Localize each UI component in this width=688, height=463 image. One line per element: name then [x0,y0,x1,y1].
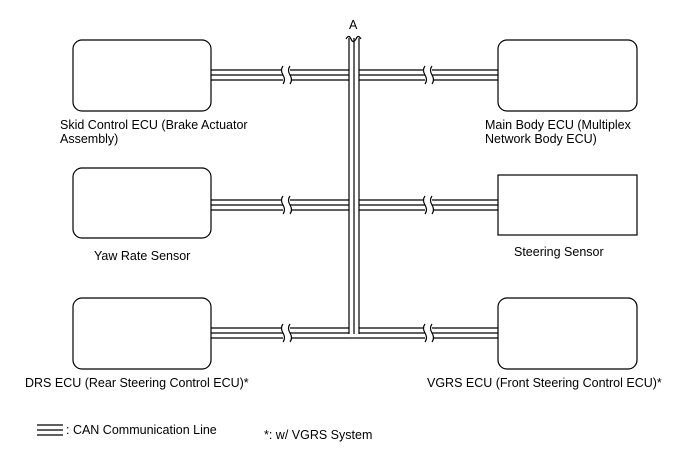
can-bus-trunk [345,35,362,334]
can-lines-right [359,69,498,339]
legend-can-line-label: : CAN Communication Line [66,423,217,437]
can-lines-left [211,69,349,339]
vgrs-ecu-box [497,297,638,370]
steering-sensor-label: Steering Sensor [514,245,604,259]
main-body-ecu-label: Main Body ECU (Multiplex Network Body EC… [485,118,631,146]
yaw-rate-sensor-label: Yaw Rate Sensor [94,249,191,263]
skid-control-ecu-box [72,39,212,112]
vgrs-ecu-label: VGRS ECU (Front Steering Control ECU)* [427,376,662,390]
main-body-ecu-box [497,39,638,112]
line-break-marks [280,65,435,343]
drs-ecu-box [72,297,212,370]
legend-can-line-sample [37,424,63,436]
skid-control-ecu-label: Skid Control ECU (Brake Actuator Assembl… [60,118,248,146]
legend-vgrs-note: *: w/ VGRS System [264,428,373,442]
steering-sensor-box [497,174,638,236]
yaw-rate-sensor-box [72,167,212,239]
drs-ecu-label: DRS ECU (Rear Steering Control ECU)* [25,376,249,390]
bus-label: A [349,18,358,32]
